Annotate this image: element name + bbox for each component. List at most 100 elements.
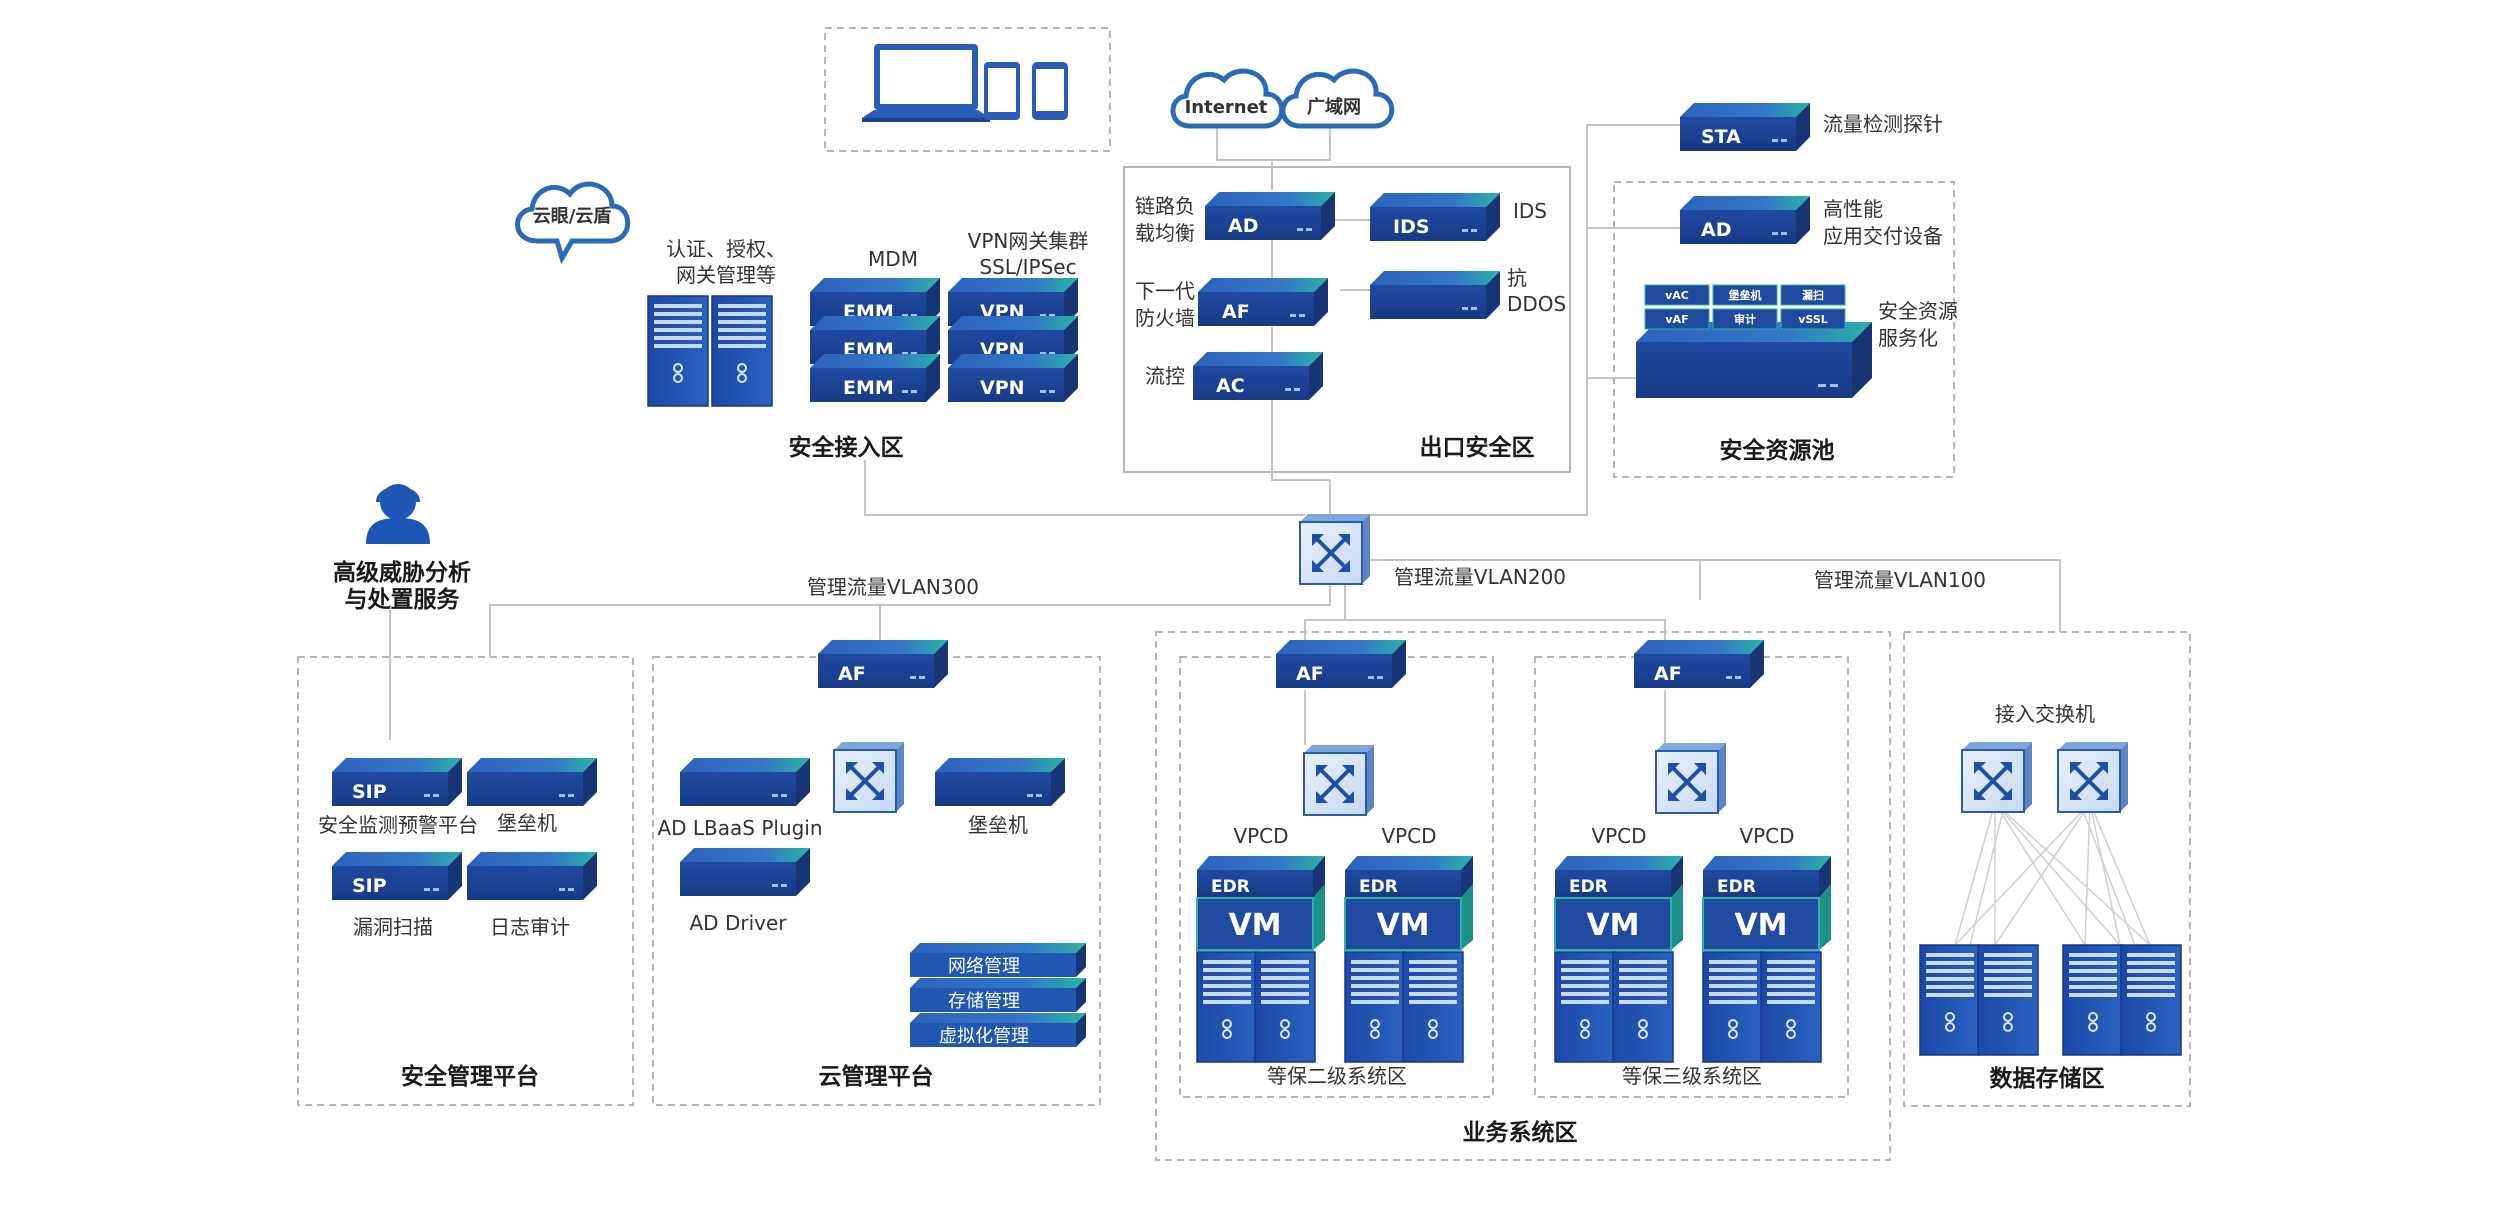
ddos-label-line2: DDOS: [1507, 292, 1566, 316]
vlan200-label: 管理流量VLAN200: [1394, 565, 1566, 589]
cloud-internet-icon: [1170, 68, 1285, 129]
cloud-mgmt-title: 云管理平台: [819, 1063, 934, 1090]
resource-pool-frame: [1613, 181, 1955, 478]
phone-icon: [1032, 62, 1068, 120]
log-audit-label: 日志审计: [490, 915, 570, 939]
cloud-mgmt-frame: [652, 656, 1101, 1106]
sta-label: 流量检测探针: [1823, 112, 1943, 136]
auth-server-2: [711, 295, 773, 407]
vm-server: [1612, 951, 1674, 1063]
edr-label: EDR: [1569, 877, 1608, 897]
level3-zone-label: 等保三级系统区: [1622, 1064, 1762, 1088]
laptop-icon: [862, 44, 990, 122]
svg-text:VPN: VPN: [980, 377, 1025, 399]
vm-server: [1196, 951, 1258, 1063]
business-zone-title: 业务系统区: [1463, 1119, 1578, 1146]
storage-zone-frame: [1903, 631, 2191, 1107]
storage-mesh: [1954, 802, 2151, 946]
egress-ac-appliance: AC: [1193, 352, 1323, 400]
ad-link-label-line2: 载均衡: [1135, 221, 1195, 245]
vlan100-label: 管理流量VLAN100: [1814, 568, 1986, 592]
vpn-cluster-label-line1: VPN网关集群: [968, 229, 1089, 253]
mgmt-stack-layer: 网络管理: [910, 943, 1086, 977]
ad-link-label-line1: 链路负: [1135, 194, 1195, 218]
svg-text:漏扫: 漏扫: [1802, 288, 1824, 302]
af-label-line2: 防火墙: [1135, 306, 1195, 330]
vm-server: [1554, 951, 1616, 1063]
vpn-cluster-label-line2: SSL/IPSec: [979, 255, 1076, 279]
vm-label: VM: [1586, 908, 1639, 943]
vm-server: [1702, 951, 1764, 1063]
auth-label-line2: 网关管理等: [676, 263, 776, 287]
storage-server: [1919, 944, 1981, 1056]
level3-af-appliance: AF: [1634, 640, 1764, 688]
threat-service-line2: 与处置服务: [345, 587, 461, 613]
auth-server-1: [647, 295, 709, 407]
emm-appliance: EMM: [810, 354, 940, 402]
cloud-bastion-label: 堡垒机: [968, 813, 1028, 837]
edr-label: EDR: [1211, 877, 1250, 897]
access-switch: [2056, 740, 2130, 814]
sta-appliance: STA: [1680, 103, 1810, 151]
level2-af-appliance: AF: [1276, 640, 1406, 688]
sip-appliance: SIP: [332, 852, 462, 900]
level3-switch: [1654, 741, 1728, 815]
bastion-label: 堡垒机: [497, 811, 557, 835]
edr-label: EDR: [1359, 877, 1398, 897]
security-resource-chassis: vAC 堡垒机 漏扫 vAF 审计 vSSL: [1636, 284, 1872, 398]
analyst-icon: [366, 484, 430, 544]
cloud-internet-label: Internet: [1185, 97, 1268, 118]
svg-text:SIP: SIP: [352, 781, 387, 803]
vuln-scan-label: 漏洞扫描: [353, 915, 433, 939]
svg-text:IDS: IDS: [1393, 216, 1430, 238]
vpcd-label: VPCD: [1233, 824, 1288, 848]
svg-text:AF: AF: [838, 663, 866, 685]
vpcd-label: VPCD: [1591, 824, 1646, 848]
svg-text:AC: AC: [1216, 375, 1245, 397]
cloud-wan-icon: [1280, 68, 1395, 129]
access-switch-label: 接入交换机: [1995, 702, 2095, 726]
svg-text:虚拟化管理: 虚拟化管理: [939, 1026, 1029, 1047]
core-switch: [1298, 512, 1372, 586]
ad-driver-appliance: [680, 848, 810, 896]
svg-text:AF: AF: [1654, 663, 1682, 685]
mdm-label: MDM: [868, 247, 918, 271]
svg-text:堡垒机: 堡垒机: [1729, 288, 1762, 302]
svg-text:vSSL: vSSL: [1798, 313, 1828, 326]
business-zone-frame: [1155, 631, 1891, 1161]
pool-cell: vSSL: [1780, 308, 1846, 330]
access-zone-title: 安全接入区: [789, 434, 904, 461]
svg-text:vAF: vAF: [1665, 313, 1688, 326]
tablet-icon: [984, 62, 1020, 120]
vpcd-label: VPCD: [1381, 824, 1436, 848]
lbaas-plugin-label: AD LBaaS Plugin: [657, 816, 822, 840]
vm-host: VPCD EDR VM: [1554, 824, 1683, 1063]
svg-text:SIP: SIP: [352, 875, 387, 897]
mgmt-stack-layer: 虚拟化管理: [910, 1013, 1086, 1047]
pool-cell: 堡垒机: [1712, 284, 1778, 306]
pool-cell: 审计: [1712, 308, 1778, 330]
pool-cell: vAF: [1644, 308, 1710, 330]
vm-server: [1760, 951, 1822, 1063]
egress-ddos-appliance: [1370, 271, 1500, 319]
cloud-yunyan-label: 云眼/云盾: [533, 206, 612, 227]
svg-text:AF: AF: [1296, 663, 1324, 685]
bastion-appliance: [467, 758, 597, 806]
vm-label: VM: [1734, 908, 1787, 943]
storage-zone-title: 数据存储区: [1990, 1065, 2105, 1092]
pool-cell: 漏扫: [1780, 284, 1846, 306]
edr-label: EDR: [1717, 877, 1756, 897]
auth-label-line1: 认证、授权、: [666, 237, 786, 261]
pool-ad-appliance: AD: [1680, 196, 1810, 244]
level2-switch: [1302, 743, 1376, 817]
sip-monitor-label: 安全监测预警平台: [318, 813, 478, 837]
pool-cell: vAC: [1644, 284, 1710, 306]
egress-ad-appliance: AD: [1205, 192, 1335, 240]
vm-label: VM: [1228, 908, 1281, 943]
vlan300-label: 管理流量VLAN300: [807, 575, 979, 599]
access-switch: [1960, 740, 2034, 814]
log-audit-appliance: [467, 852, 597, 900]
